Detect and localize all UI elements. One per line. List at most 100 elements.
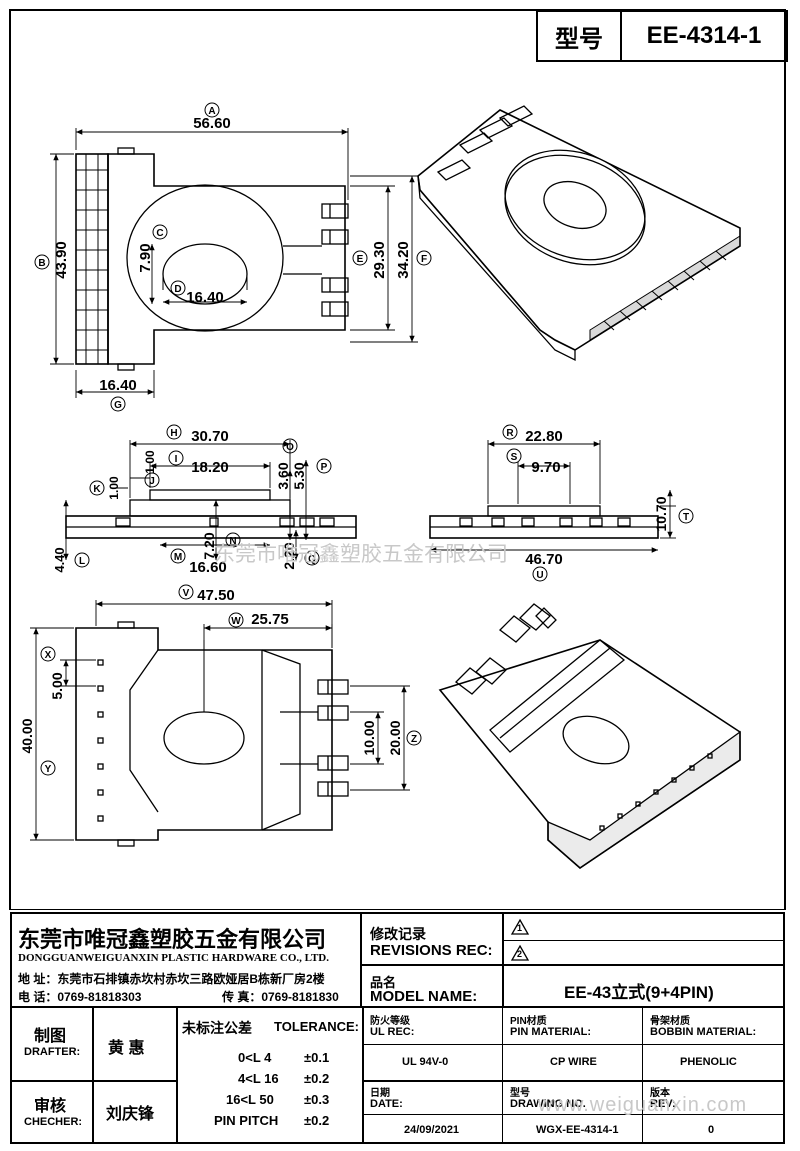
date-label-cn: 日期 (370, 1088, 390, 1099)
dim-f-value: 34.20 (395, 241, 412, 279)
dim-h-value: 30.70 (191, 428, 229, 445)
model-name-value: EE-43立式(9+4PIN) (564, 983, 714, 1002)
dim-g-value: 16.40 (99, 377, 137, 394)
drawing-no-label-en: DRAWING NO. (510, 1098, 586, 1110)
iso-bottom-pin-dots (599, 753, 713, 831)
dim-f-label: F (421, 254, 427, 265)
dim-y-value: 40.00 (19, 718, 35, 753)
dim-m-value: 16.60 (189, 559, 227, 576)
technical-drawing: A 56.60 B 43.90 C 7.90 D 16.40 E 29.30 F… (9, 9, 786, 910)
pin-material-value: CP WIRE (550, 1056, 597, 1068)
date-value: 24/09/2021 (404, 1124, 460, 1136)
dim-c-value: 7.90 (137, 243, 154, 272)
tolerance-row-2-range: 4<L 16 (238, 1071, 279, 1086)
iso-top-pins (589, 235, 741, 341)
company-name-en: DONGGUANWEIGUANXIN PLASTIC HARDWARE CO.,… (18, 952, 329, 964)
date-label-en: DATE: (370, 1098, 403, 1110)
dim-z-value: 20.00 (387, 720, 403, 755)
dim-t-label: T (683, 512, 689, 523)
drafter-label-en: DRAFTER: (24, 1046, 81, 1058)
dim-l-value: 4.40 (52, 547, 67, 572)
dim-p-label: P (321, 462, 328, 473)
tolerance-row-2-value: ±0.2 (304, 1071, 330, 1086)
dim-b-label: B (38, 258, 45, 269)
checker-label-en: CHECHER: (24, 1116, 83, 1128)
dim-b-value: 43.90 (53, 241, 70, 279)
bottom-view-right-pins (317, 679, 349, 797)
dim-d-value: 16.40 (186, 289, 224, 306)
dim-s-label: S (511, 452, 518, 463)
model-header-box: 型号 EE-4314-1 (536, 10, 788, 62)
revision-1-triangle-icon: 1 (510, 918, 530, 941)
checker-label-cn: 审核 (34, 1098, 67, 1115)
dim-x-label: X (45, 650, 52, 661)
rev-label-cn: 版本 (650, 1088, 670, 1099)
dim-q-label: Q (308, 554, 316, 565)
bottom-view (75, 621, 349, 847)
revision-2-triangle-icon: 2 (510, 944, 530, 967)
dim-r-value: 22.80 (525, 428, 563, 445)
tolerance-label-en: TOLERANCE: (274, 1019, 359, 1034)
dim-t-value: 10.70 (653, 496, 669, 531)
dim-l-label: L (79, 556, 85, 567)
bobbin-material-label-en: BOBBIN MATERIAL: (650, 1026, 757, 1038)
revisions-label-en: REVISIONS REC: (370, 942, 493, 959)
dim-i-label: I (175, 454, 178, 465)
dim-x-value: 5.00 (49, 672, 65, 699)
dim-d-label: D (174, 284, 181, 295)
dim-o-value: 3.60 (275, 462, 291, 489)
dim-w-label: W (231, 616, 241, 627)
dim-v-label: V (183, 588, 190, 599)
tolerance-row-4-value: ±0.2 (304, 1113, 330, 1128)
dim-o-label: O (286, 442, 294, 453)
title-block: 东莞市唯冠鑫塑胶五金有限公司 DONGGUANWEIGUANXIN PLASTI… (10, 912, 785, 1144)
company-name-cn: 东莞市唯冠鑫塑胶五金有限公司 (18, 927, 327, 952)
dim-u-value: 46.70 (525, 551, 563, 568)
dim-e-label: E (357, 254, 364, 265)
tolerance-row-4-range: PIN PITCH (214, 1113, 279, 1128)
dim-n-value: 7.20 (201, 532, 217, 559)
dim-a-value: 56.60 (193, 115, 231, 132)
model-header-label: 型号 (538, 12, 622, 60)
dim-z-label: Z (411, 734, 417, 745)
front-view-dimensions (430, 440, 676, 553)
dim-c-label: C (156, 228, 163, 239)
drawing-no-value: WGX-EE-4314-1 (536, 1124, 619, 1136)
rev-label-en: REV: (650, 1098, 676, 1110)
dim-v-value: 47.50 (197, 587, 235, 604)
dim-r-label: R (506, 428, 514, 439)
dim-w-value: 25.75 (251, 611, 289, 628)
dimension-labels: A 56.60 B 43.90 C 7.90 D 16.40 E 29.30 F… (19, 102, 694, 776)
ul-label-cn: 防火等级 (370, 1016, 410, 1027)
bottom-view-dimensions (30, 600, 410, 841)
dim-e-value: 29.30 (371, 241, 388, 279)
model-name-label-cn: 品名 (370, 975, 397, 990)
pin-material-label-cn: PIN材质 (510, 1016, 547, 1027)
drafter-name: 黄 惠 (108, 1040, 145, 1057)
model-name-label-en: MODEL NAME: (370, 988, 478, 1005)
dim-s-value: 9.70 (531, 459, 560, 476)
company-fax: 传 真：0769-8181830 (222, 990, 339, 1004)
tolerance-row-1-range: 0<L 4 (238, 1050, 272, 1065)
ul-label-en: UL REC: (370, 1026, 415, 1038)
pin-material-label-en: PIN MATERIAL: (510, 1026, 592, 1038)
company-phone: 电 话：0769-81818303 (18, 990, 142, 1004)
drafter-label-cn: 制图 (34, 1028, 67, 1045)
iso-view-top (417, 105, 741, 362)
iso-view-bottom (438, 603, 741, 870)
top-view-pin-ticks (76, 154, 108, 364)
dim-h-label: H (170, 428, 177, 439)
revisions-label-cn: 修改记录 (370, 926, 426, 942)
ul-value: UL 94V-0 (402, 1056, 449, 1068)
drawing-frame (9, 9, 786, 910)
dim-m-label: M (174, 552, 182, 563)
model-header-value: EE-4314-1 (646, 22, 762, 49)
dim-a-label: A (208, 106, 215, 117)
tolerance-label-cn: 未标注公差 (182, 1020, 252, 1036)
dim-k-value: 1.00 (107, 476, 121, 500)
tolerance-row-3-value: ±0.3 (304, 1092, 330, 1107)
top-view (75, 147, 349, 371)
front-view (429, 505, 659, 539)
dim-j-value: 1.00 (143, 450, 157, 474)
bottom-view-pin-dots (97, 659, 104, 822)
